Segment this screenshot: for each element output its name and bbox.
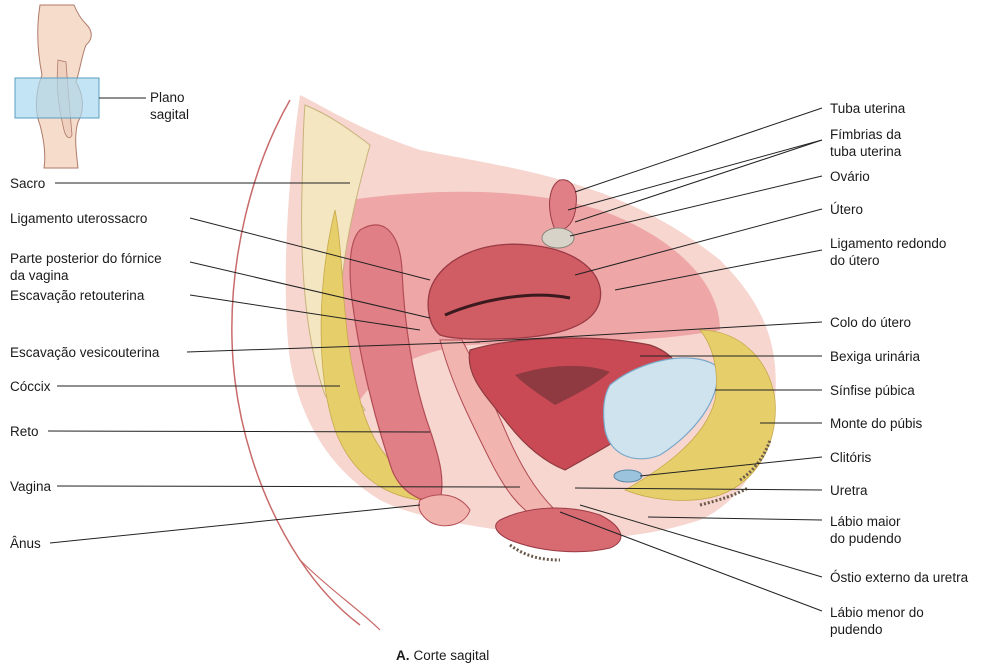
label-escavacao-retouterina-text: Escavação retouterina <box>10 288 145 303</box>
ovary <box>541 227 575 249</box>
label-tuba-uterina-text: Tuba uterina <box>830 101 906 116</box>
label-utero-text: Útero <box>830 202 864 217</box>
label-anus-text: Ânus <box>10 536 41 551</box>
label-coccix: Cóccix <box>10 378 51 395</box>
leader-tuba-uterina <box>574 107 823 193</box>
leader-fimbrias-2 <box>574 139 823 223</box>
leader-escavacao-retouterina <box>189 294 421 331</box>
thigh-outline <box>299 559 381 631</box>
label-ligamento-redondo: Ligamento redondo do útero <box>830 235 946 269</box>
label-monte-pubis-text: Monte do púbis <box>830 416 923 431</box>
label-bexiga-text: Bexiga urinária <box>830 349 921 364</box>
label-ligamento-redondo-line2: do útero <box>830 253 880 268</box>
label-forn-posterior: Parte posterior do fórnice da vagina <box>10 250 162 284</box>
label-ovario: Ovário <box>830 168 870 185</box>
leader-reto <box>47 430 431 433</box>
clitoris <box>613 469 643 483</box>
label-reto-text: Reto <box>10 424 39 439</box>
label-clitoris-text: Clitóris <box>830 450 872 465</box>
leader-labio-maior <box>647 516 823 521</box>
leader-lines-right <box>474 107 823 612</box>
uterine-tube <box>549 179 577 231</box>
leader-ovario <box>569 175 823 237</box>
label-ligamento-uterossacro: Ligamento uterossacro <box>10 210 147 227</box>
label-forn-posterior-line2: da vagina <box>10 268 69 283</box>
leader-escavacao-vesicouterina <box>186 341 481 353</box>
uterine-cavity <box>444 293 571 317</box>
inset-sagittal-plane <box>14 77 100 119</box>
label-monte-pubis: Monte do púbis <box>830 415 922 432</box>
label-fimbrias: Fímbrias da tuba uterina <box>830 126 901 160</box>
label-reto: Reto <box>10 423 39 440</box>
label-sinfise-text: Sínfise púbica <box>830 383 915 398</box>
label-anus: Ânus <box>10 535 41 552</box>
pubic-symphysis <box>603 357 718 460</box>
label-ostio-uretra-text: Óstio externo da uretra <box>830 570 969 585</box>
label-labio-menor-line1: Lábio menor do <box>830 605 924 620</box>
labia <box>495 507 622 553</box>
figure-caption-letter: A. <box>396 648 410 663</box>
mons-pubis-fat <box>624 329 776 501</box>
label-sacro-text: Sacro <box>10 176 46 191</box>
label-tuba-uterina: Tuba uterina <box>830 100 905 117</box>
label-utero: Útero <box>830 201 863 218</box>
label-labio-maior-line1: Lábio maior <box>830 514 901 529</box>
label-labio-menor-line2: pudendo <box>830 622 883 637</box>
label-fimbrias-line1: Fímbrias da <box>830 127 902 142</box>
label-colo-utero-text: Colo do útero <box>830 315 912 330</box>
label-escavacao-retouterina: Escavação retouterina <box>10 287 144 304</box>
figure-caption: A.Corte sagital <box>396 648 489 663</box>
label-vagina-text: Vagina <box>10 479 52 494</box>
inset-figure <box>14 4 146 169</box>
leader-ligamento-redondo <box>614 249 823 291</box>
leader-colo-utero <box>474 321 823 343</box>
label-bexiga: Bexiga urinária <box>830 348 920 365</box>
label-uretra: Uretra <box>830 482 868 499</box>
leader-vagina <box>56 485 521 488</box>
inset-plane-label: Plano sagital <box>150 89 189 123</box>
label-ligamento-redondo-line1: Ligamento redondo <box>830 236 947 251</box>
label-escavacao-vesicouterina: Escavação vesicouterina <box>10 344 159 361</box>
anus <box>418 494 471 527</box>
inset-plane-label-line1: Plano <box>150 90 185 105</box>
label-coccix-text: Cóccix <box>10 379 51 394</box>
leader-clitoris <box>639 456 823 477</box>
label-ostio-uretra: Óstio externo da uretra <box>830 569 968 586</box>
anatomy-section <box>231 95 776 631</box>
leader-forn-posterior <box>189 261 431 319</box>
leader-utero <box>574 208 823 276</box>
label-ovario-text: Ovário <box>830 169 870 184</box>
figure-caption-text: Corte sagital <box>413 648 490 663</box>
uterus <box>427 243 602 340</box>
label-clitoris: Clitóris <box>830 449 871 466</box>
leader-labio-menor <box>559 511 823 612</box>
label-vagina: Vagina <box>10 478 51 495</box>
body-outline <box>231 99 361 626</box>
label-forn-posterior-line1: Parte posterior do fórnice <box>10 251 162 266</box>
label-labio-maior-line2: do pudendo <box>830 531 902 546</box>
label-ligamento-uterossacro-text: Ligamento uterossacro <box>10 211 148 226</box>
leader-lines-left <box>47 182 521 544</box>
label-colo-utero: Colo do útero <box>830 314 911 331</box>
label-sinfise: Sínfise púbica <box>830 382 915 399</box>
label-escavacao-vesicouterina-text: Escavação vesicouterina <box>10 345 160 360</box>
leader-anus <box>49 504 421 544</box>
leader-fimbrias-1 <box>567 139 823 211</box>
leader-ostio-uretra <box>579 504 823 578</box>
inset-plane-label-line2: sagital <box>150 107 190 122</box>
label-labio-maior: Lábio maior do pudendo <box>830 513 901 547</box>
label-labio-menor: Lábio menor do pudendo <box>830 604 924 638</box>
bladder-lumen <box>515 365 610 405</box>
label-sacro: Sacro <box>10 175 45 192</box>
pubic-hair <box>509 439 772 562</box>
leader-uretra <box>574 487 823 491</box>
label-fimbrias-line2: tuba uterina <box>830 144 902 159</box>
leader-ligamento-uterossacro <box>189 217 431 281</box>
label-uretra-text: Uretra <box>830 483 868 498</box>
